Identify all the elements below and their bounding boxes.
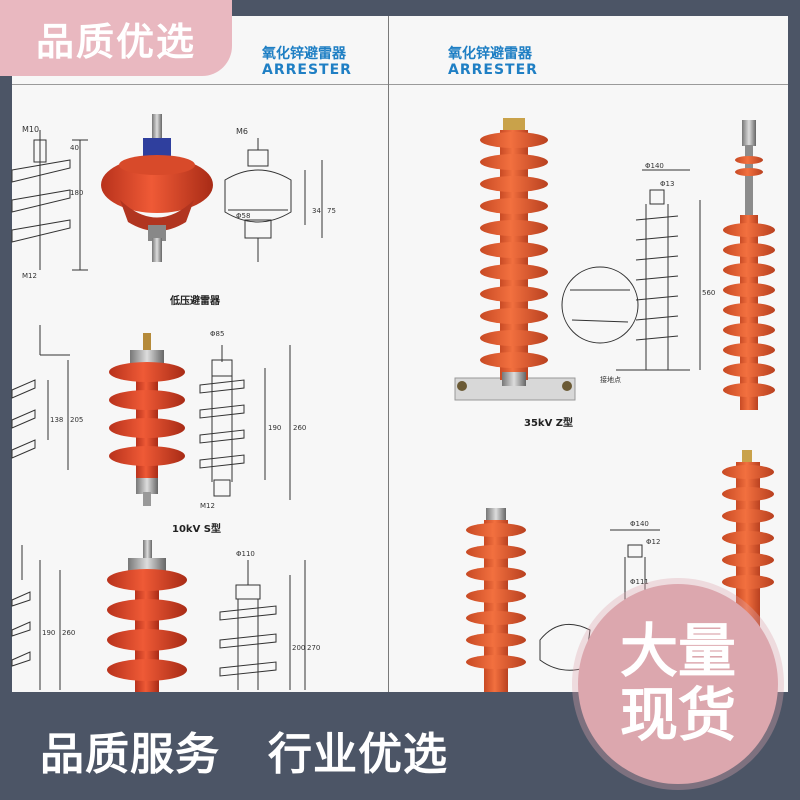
drawing-s-type [199,345,291,500]
left-title-cn: 氧化锌避雷器 [262,46,346,62]
label-270: 270 [307,644,320,652]
line-arrester-photo [723,120,775,410]
label-m12-top: M12 [22,272,37,280]
label-560: 560 [702,289,715,297]
label-200: 200 [292,644,305,652]
header-rule [12,84,788,85]
label-phi140b: Φ140 [630,520,649,528]
label-phi12: Φ12 [646,538,660,546]
label-m12-mid: M12 [200,502,215,510]
label-m10: M10 [22,125,39,134]
low-voltage-arrester-photo [101,114,213,262]
label-138: 138 [50,416,63,424]
label-180: 180 [70,189,83,197]
label-phi13: Φ13 [660,180,674,188]
drawing-bottom-mid [219,560,306,690]
label-190b: 190 [42,629,55,637]
drawing-mid-left [11,325,70,470]
bottom-right-arrester-photo [466,508,526,692]
page-divider [388,16,389,692]
label-phi140: Φ140 [645,162,664,170]
right-page-title: 氧化锌避雷器 ARRESTER [448,46,538,78]
stamp-line1: 大量 [619,617,736,686]
left-title-en: ARRESTER [262,62,352,79]
label-75: 75 [327,207,336,215]
stamp-line2: 现货 [619,681,736,749]
drawing-z-type [561,169,701,371]
drawing-low-voltage [224,138,323,262]
label-34: 34 [312,207,321,215]
label-190: 190 [268,424,281,432]
label-phi110: Φ110 [236,550,255,558]
label-phi85: Φ85 [210,330,224,338]
slogan-bar: 品质服务 行业优选 [0,700,800,800]
left-page-title: 氧化锌避雷器 ARRESTER [262,46,352,78]
quality-banner-text: 品质优选 [35,19,196,64]
right-title-cn: 氧化锌避雷器 [448,46,532,62]
label-205: 205 [70,416,83,424]
bottom-arrester-photo [107,540,187,692]
z-type-arrester-photo [454,118,576,401]
label-260: 260 [293,424,306,432]
label-phi58: Φ58 [236,212,250,220]
label-40: 40 [70,144,79,152]
drawing-top-left [11,130,88,271]
s-type-arrester-photo [109,333,185,506]
caption-z-type: 35kV Z型 [524,418,574,429]
label-ground: 接地点 [600,375,621,384]
right-title-en: ARRESTER [448,62,538,79]
caption-low-voltage: 低压避雷器 [170,296,220,307]
label-m6: M6 [236,127,248,136]
label-phi111: Φ111 [630,578,649,586]
caption-s-type: 10kV S型 [172,524,221,535]
drawing-bottom-left [11,545,61,690]
quality-banner: 品质优选 [0,0,232,76]
slogan-left: 品质服务 [40,729,220,780]
stock-stamp: 大量 现货 [578,584,778,784]
slogan-right: 行业优选 [268,729,448,780]
label-260b: 260 [62,629,75,637]
